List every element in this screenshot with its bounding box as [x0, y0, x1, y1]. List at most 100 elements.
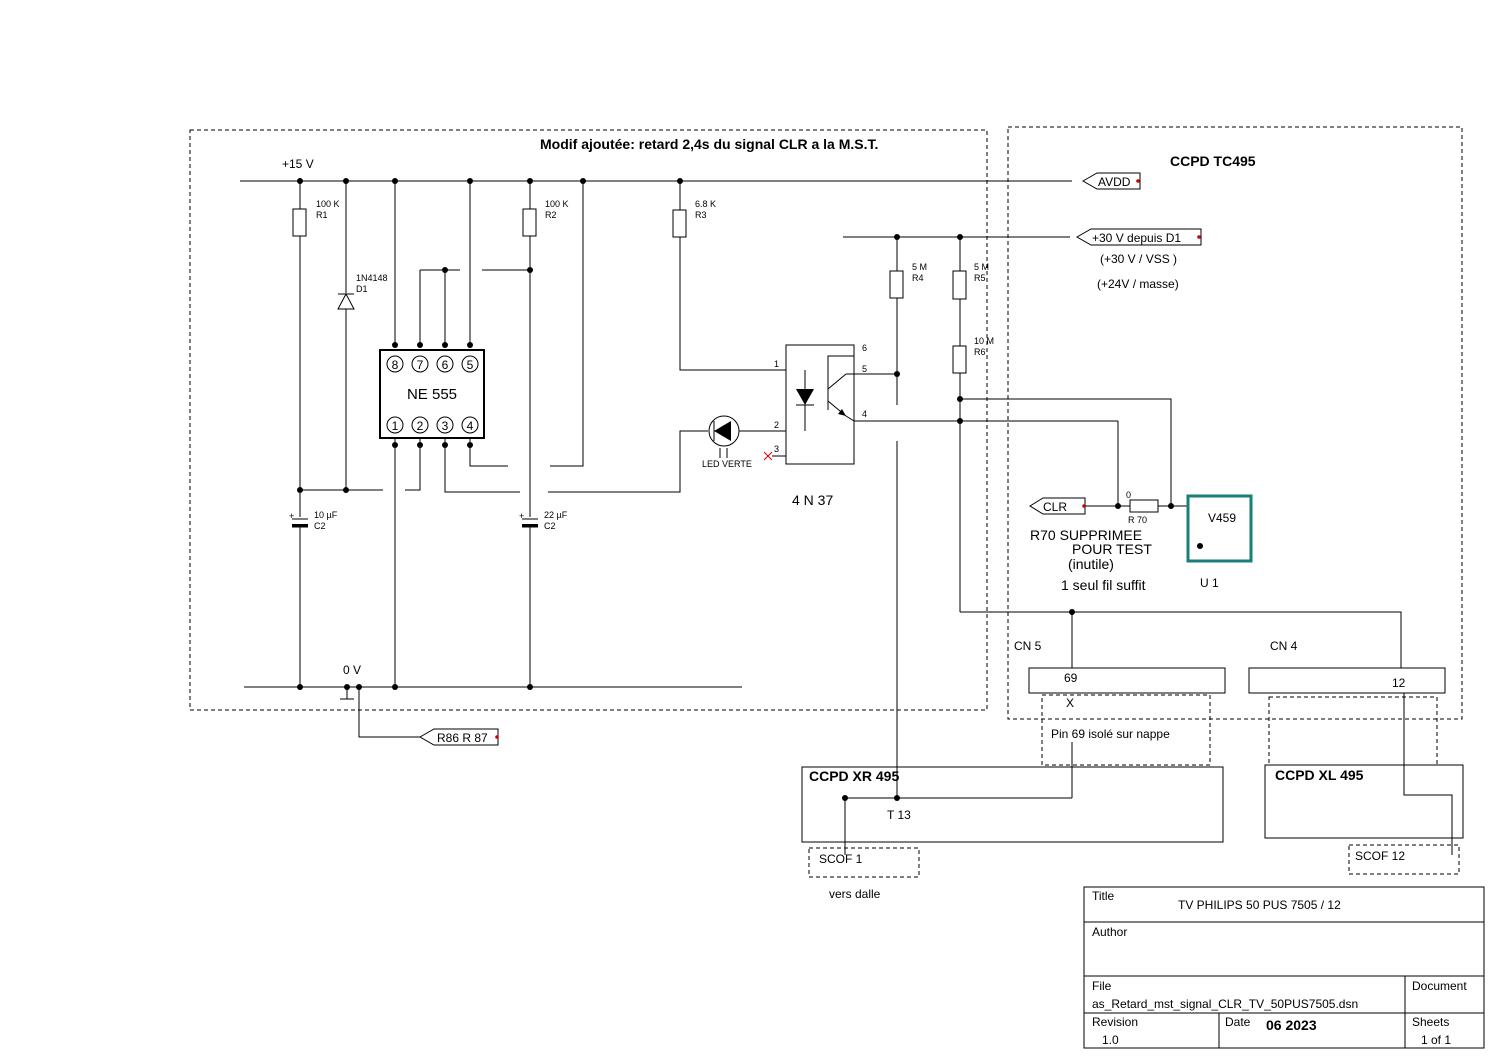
scof12-label: SCOF 12: [1355, 849, 1405, 863]
xl495-title: CCPD XL 495: [1275, 767, 1364, 783]
ic-pin-6: 6: [442, 358, 449, 372]
opto-pin-5: 5: [862, 364, 867, 374]
modif-title: Modif ajoutée: retard 2,4s du signal CLR…: [540, 136, 878, 152]
c2b-value: 22 µF: [544, 510, 568, 520]
r70-note-2: POUR TEST: [1072, 541, 1152, 557]
ne555-top-pins: 8 7 6 5: [386, 355, 479, 373]
tb-date-label: Date: [1225, 1015, 1251, 1029]
u1-pin1-dot: [1197, 543, 1203, 549]
plus15-label: +15 V: [282, 157, 314, 171]
junctions: [297, 178, 1174, 801]
cn4-label: CN 4: [1270, 639, 1298, 653]
cn5-mark: X: [1066, 696, 1074, 710]
ic-pin-4: 4: [467, 419, 474, 433]
tb-date-value: 06 2023: [1266, 1017, 1317, 1033]
r6-value: 10 M: [974, 336, 994, 346]
ic-pin-3: 3: [442, 419, 449, 433]
r4-value: 5 M: [912, 262, 927, 272]
r3-value: 6.8 K: [695, 199, 716, 209]
tc495-title: CCPD TC495: [1170, 153, 1256, 169]
tb-sheets-value: 1 of 1: [1421, 1033, 1451, 1047]
led-label: LED VERTE: [702, 459, 752, 469]
wire: [405, 438, 421, 491]
zero-label: 0 V: [343, 663, 361, 677]
resistor-r2: [522, 208, 537, 237]
r5-ref: R5: [974, 273, 986, 283]
ne555-bottom-pins: 1 2 3 4: [386, 416, 479, 434]
r5-value: 5 M: [974, 262, 989, 272]
masse-note: (+24V / masse): [1097, 277, 1179, 291]
wire: [550, 181, 584, 467]
avdd-port: AVDD: [1081, 172, 1141, 190]
scof1-label: SCOF 1: [819, 852, 863, 866]
tb-title-label: Title: [1092, 889, 1115, 903]
tb-revision-label: Revision: [1092, 1015, 1138, 1029]
ccpd-xl495-board: [1264, 764, 1464, 839]
c2a-value: 10 µF: [314, 510, 338, 520]
wire: [1403, 693, 1453, 855]
xr495-title: CCPD XR 495: [809, 768, 899, 784]
resistor-r6: [952, 345, 967, 374]
resistor-r70: [1129, 499, 1159, 513]
u1-v459: [1186, 494, 1253, 563]
tb-title-value: TV PHILIPS 50 PUS 7505 / 12: [1178, 898, 1341, 912]
r4-ref: R4: [912, 273, 924, 283]
r86-label: R86 R 87: [437, 731, 488, 745]
led-verte-symbol: [708, 415, 740, 458]
plus30-label: +30 V depuis D1: [1092, 231, 1181, 245]
r2-ref: R2: [545, 210, 557, 220]
plus30-port: +30 V depuis D1: [1075, 228, 1202, 246]
c2a-ref: C2: [314, 521, 326, 531]
diode-d1: [337, 292, 355, 310]
opto-pin-6: 6: [862, 343, 867, 353]
r70-value: 0: [1126, 490, 1131, 500]
u1-ref: U 1: [1200, 576, 1219, 590]
wire: [960, 398, 1172, 506]
tb-file-label: File: [1092, 979, 1112, 993]
cn5-connector: [1028, 667, 1226, 694]
avdd-label: AVDD: [1098, 175, 1131, 189]
resistor-r1: [292, 208, 307, 237]
wire: [960, 611, 1402, 668]
nc-mark: [763, 451, 773, 461]
d1-value: 1N4148: [356, 273, 388, 283]
tb-file-value: as_Retard_mst_signal_CLR_TV_50PUS7505.ds…: [1092, 997, 1358, 1011]
capacitor-c2-22uf: +: [519, 511, 538, 528]
u1-name: V459: [1208, 511, 1236, 525]
r86-port: R86 R 87: [418, 728, 499, 746]
r1-value: 100 K: [316, 199, 340, 209]
opto-pin-1: 1: [774, 359, 779, 369]
t13-label: T 13: [887, 808, 911, 822]
title-block: [1083, 886, 1485, 1049]
cn5-label: CN 5: [1014, 639, 1042, 653]
opto-pin-4: 4: [862, 409, 867, 419]
resistor-r5: [952, 270, 967, 300]
cn4-connector: [1248, 667, 1446, 694]
wire: [844, 797, 1072, 855]
fil-note: 1 seul fil suffit: [1061, 577, 1146, 593]
opto-pin-2: 2: [774, 420, 779, 430]
cn4-pin: 12: [1392, 676, 1406, 690]
tb-sheets-label: Sheets: [1412, 1015, 1449, 1029]
svg-text:+: +: [519, 511, 524, 521]
tb-revision-value: 1.0: [1102, 1033, 1119, 1047]
wire: [679, 237, 786, 371]
r70-note-1: R70 SUPPRIMEE: [1030, 527, 1142, 543]
pin69-note-frame: [1041, 694, 1211, 766]
clr-label: CLR: [1043, 500, 1067, 514]
ic-pin-1: 1: [392, 419, 399, 433]
opto-pin-3: 3: [774, 444, 779, 454]
resistor-r3: [672, 209, 687, 238]
dalle-note: vers dalle: [829, 887, 881, 901]
tb-document-label: Document: [1412, 979, 1467, 993]
r6-ref: R6: [974, 347, 986, 357]
opto-internal: [796, 355, 855, 431]
resistor-r4: [889, 270, 904, 299]
cn5-pin: 69: [1064, 671, 1078, 685]
ic-pin-7: 7: [417, 358, 424, 372]
tc495-frame: [1007, 126, 1463, 720]
tb-author-label: Author: [1092, 925, 1127, 939]
ic-pin-5: 5: [467, 358, 474, 372]
modif-frame: [189, 129, 988, 711]
